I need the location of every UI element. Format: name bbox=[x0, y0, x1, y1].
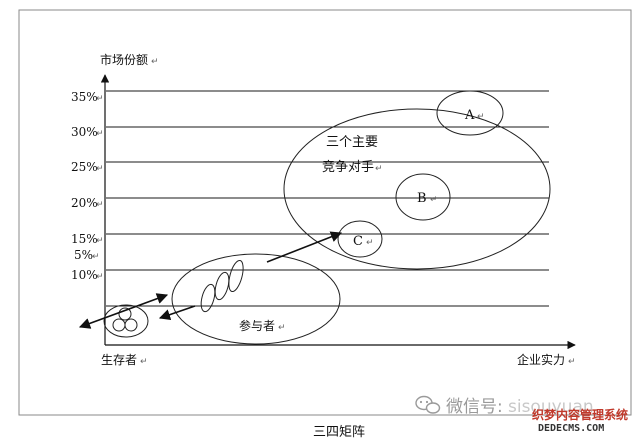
return-mark: ↵ bbox=[278, 323, 286, 333]
node-c-label: C bbox=[353, 234, 363, 249]
return-mark: ↵ bbox=[96, 200, 104, 210]
return-mark: ↵ bbox=[366, 238, 374, 248]
survivor-circle bbox=[112, 318, 126, 332]
participant-ellipse bbox=[200, 283, 216, 313]
wechat-id: sisouyuan bbox=[508, 397, 594, 417]
y-tick-label: 10% bbox=[71, 268, 98, 282]
diagram-frame bbox=[18, 9, 632, 416]
participants-label: 参与者 bbox=[239, 318, 275, 333]
y-tick-label: 30% bbox=[71, 125, 98, 139]
participant-ellipse bbox=[214, 271, 230, 301]
arrow-survivors-to-participants bbox=[78, 293, 169, 329]
return-mark: ↵ bbox=[568, 357, 576, 367]
return-mark: ↵ bbox=[375, 164, 383, 174]
node-b-label: B bbox=[417, 191, 427, 206]
y-tick-label: 25% bbox=[71, 160, 98, 174]
site-name: 织梦内容管理系统 bbox=[532, 407, 628, 422]
participants-ellipse bbox=[171, 253, 341, 345]
major-competitors-label-line2: 竞争对手 bbox=[322, 159, 374, 175]
major-competitors-ellipse bbox=[283, 108, 551, 270]
participant-ellipse bbox=[228, 259, 244, 293]
return-mark: ↵ bbox=[96, 164, 104, 174]
y-tick-label: 20% bbox=[71, 196, 98, 210]
x-axis-origin-label: 生存者 bbox=[101, 353, 137, 367]
arrow-participants-inner bbox=[158, 305, 196, 321]
y-tick-label: 5% bbox=[74, 248, 93, 262]
return-mark: ↵ bbox=[96, 94, 104, 104]
return-mark: ↵ bbox=[96, 129, 104, 139]
site-url: DEDECMS.COM bbox=[538, 423, 604, 434]
watermark: 微信号: sisouyuan 织梦内容管理系统 DEDECMS.COM bbox=[415, 395, 628, 434]
node-a-label: A bbox=[464, 108, 475, 123]
wechat-label: 微信号: bbox=[446, 397, 503, 417]
y-tick-labels: 35% ↵ 30% ↵ 25% ↵ 20% ↵ 15% ↵ 5% ↵ 10% ↵ bbox=[71, 90, 104, 282]
y-tick-label: 15% bbox=[71, 232, 98, 246]
return-mark: ↵ bbox=[96, 272, 104, 282]
node-a-ellipse bbox=[436, 90, 504, 136]
y-tick-label: 35% bbox=[71, 90, 98, 104]
major-competitors-label-line1: 三个主要 bbox=[326, 135, 378, 150]
arrow-participants-to-c bbox=[266, 231, 343, 263]
grid-lines bbox=[106, 90, 549, 307]
wechat-icon bbox=[415, 395, 441, 414]
x-axis-title: 企业实力 bbox=[517, 352, 565, 367]
diagram-caption: 三四矩阵 bbox=[313, 425, 365, 440]
node-b-ellipse bbox=[395, 173, 451, 221]
return-mark: ↵ bbox=[96, 236, 104, 246]
return-mark: ↵ bbox=[92, 252, 100, 262]
y-axis-title: 市场份额 bbox=[100, 52, 148, 67]
return-mark: ↵ bbox=[151, 57, 159, 67]
survivor-circle bbox=[124, 318, 138, 332]
return-mark: ↵ bbox=[140, 357, 148, 367]
return-mark: ↵ bbox=[477, 112, 485, 122]
return-mark: ↵ bbox=[430, 195, 438, 205]
